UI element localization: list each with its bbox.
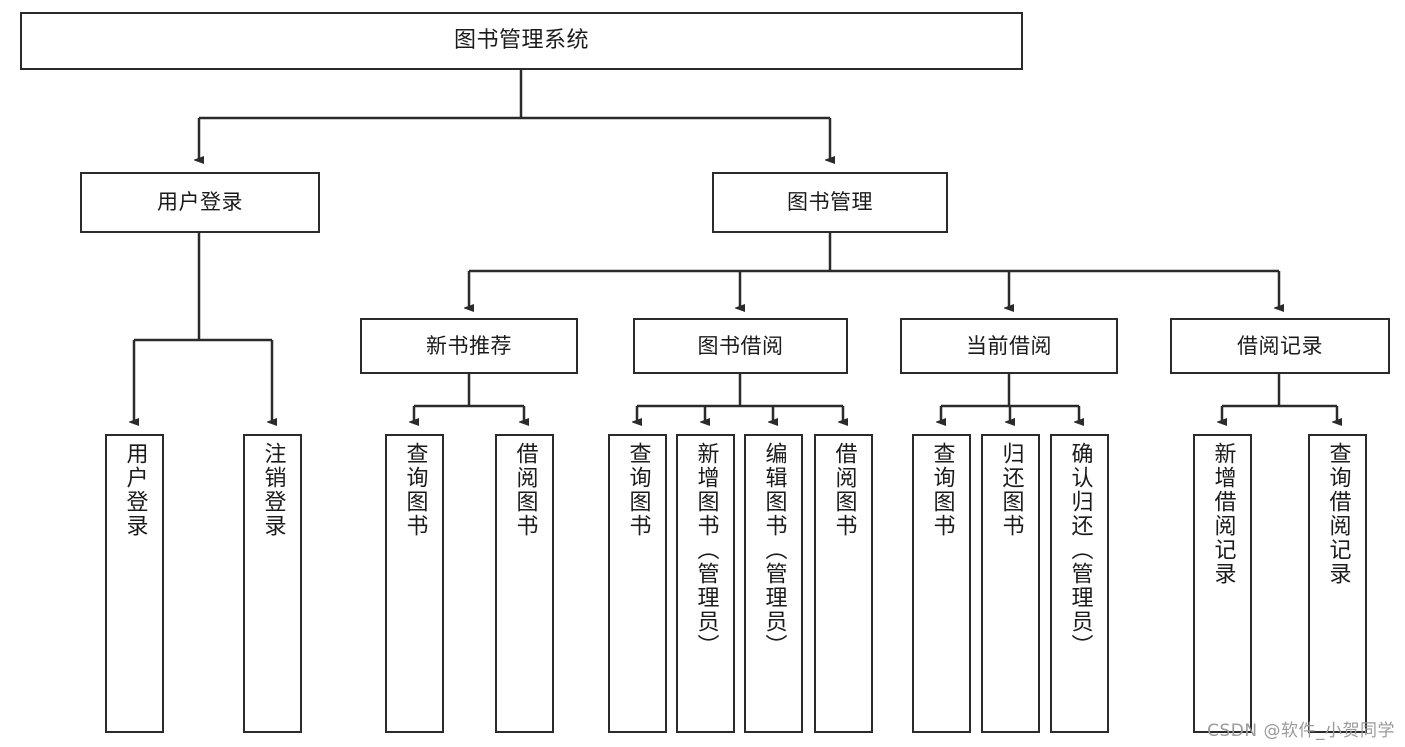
node-new-book-recommend[interactable]: 新书推荐 bbox=[360, 318, 578, 374]
node-book-borrow[interactable]: 图书借阅 bbox=[633, 318, 848, 374]
node-label: 查询借阅记录 bbox=[1325, 442, 1351, 586]
node-label: 当前借阅 bbox=[966, 333, 1052, 358]
node-current-borrow[interactable]: 当前借阅 bbox=[900, 318, 1118, 374]
node-label: 借阅记录 bbox=[1237, 333, 1323, 358]
node-user-login[interactable]: 用户登录 bbox=[80, 172, 320, 233]
leaf-add-borrow-record[interactable]: 新增借阅记录 bbox=[1193, 434, 1252, 733]
node-label: 查询图书 bbox=[929, 442, 955, 538]
node-label: 图书借阅 bbox=[697, 333, 784, 358]
node-label: 图书管理系统 bbox=[453, 28, 589, 54]
leaf-add-book[interactable]: 新增图书（管理员） bbox=[676, 434, 735, 733]
node-label: 借阅图书 bbox=[512, 442, 538, 538]
node-label: 新增借阅记录 bbox=[1210, 442, 1236, 586]
node-label: 归还图书 bbox=[998, 442, 1024, 538]
leaf-query-book-borrow[interactable]: 查询图书 bbox=[608, 434, 667, 733]
node-label: 查询图书 bbox=[402, 442, 428, 538]
node-label: 新书推荐 bbox=[426, 333, 512, 358]
node-label: 用户登录 bbox=[122, 442, 148, 538]
node-borrow-record[interactable]: 借阅记录 bbox=[1170, 318, 1390, 374]
leaf-return-book[interactable]: 归还图书 bbox=[981, 434, 1040, 733]
leaf-user-login[interactable]: 用户登录 bbox=[105, 434, 164, 733]
node-label: 查询图书 bbox=[625, 442, 651, 538]
leaf-borrow-book[interactable]: 借阅图书 bbox=[814, 434, 873, 733]
node-book-manage[interactable]: 图书管理 bbox=[712, 172, 948, 233]
leaf-confirm-return[interactable]: 确认归还（管理员） bbox=[1050, 434, 1109, 733]
node-label: 确认归还（管理员） bbox=[1067, 442, 1093, 658]
leaf-query-book-recommend[interactable]: 查询图书 bbox=[385, 434, 444, 733]
leaf-logout-login[interactable]: 注销登录 bbox=[243, 434, 302, 733]
node-label: 注销登录 bbox=[260, 442, 286, 538]
node-root-book-management-system[interactable]: 图书管理系统 bbox=[20, 12, 1023, 70]
node-label: 图书管理 bbox=[787, 190, 873, 215]
leaf-edit-book[interactable]: 编辑图书（管理员） bbox=[744, 434, 803, 733]
node-label: 用户登录 bbox=[157, 190, 243, 215]
leaf-query-book-current[interactable]: 查询图书 bbox=[912, 434, 971, 733]
node-label: 编辑图书（管理员） bbox=[761, 442, 787, 658]
leaf-query-borrow-record[interactable]: 查询借阅记录 bbox=[1308, 434, 1367, 733]
node-label: 借阅图书 bbox=[831, 442, 857, 538]
leaf-borrow-book-recommend[interactable]: 借阅图书 bbox=[495, 434, 554, 733]
csdn-watermark: CSDN @软件_小贺同学 bbox=[1207, 721, 1395, 741]
node-label: 新增图书（管理员） bbox=[693, 442, 719, 658]
